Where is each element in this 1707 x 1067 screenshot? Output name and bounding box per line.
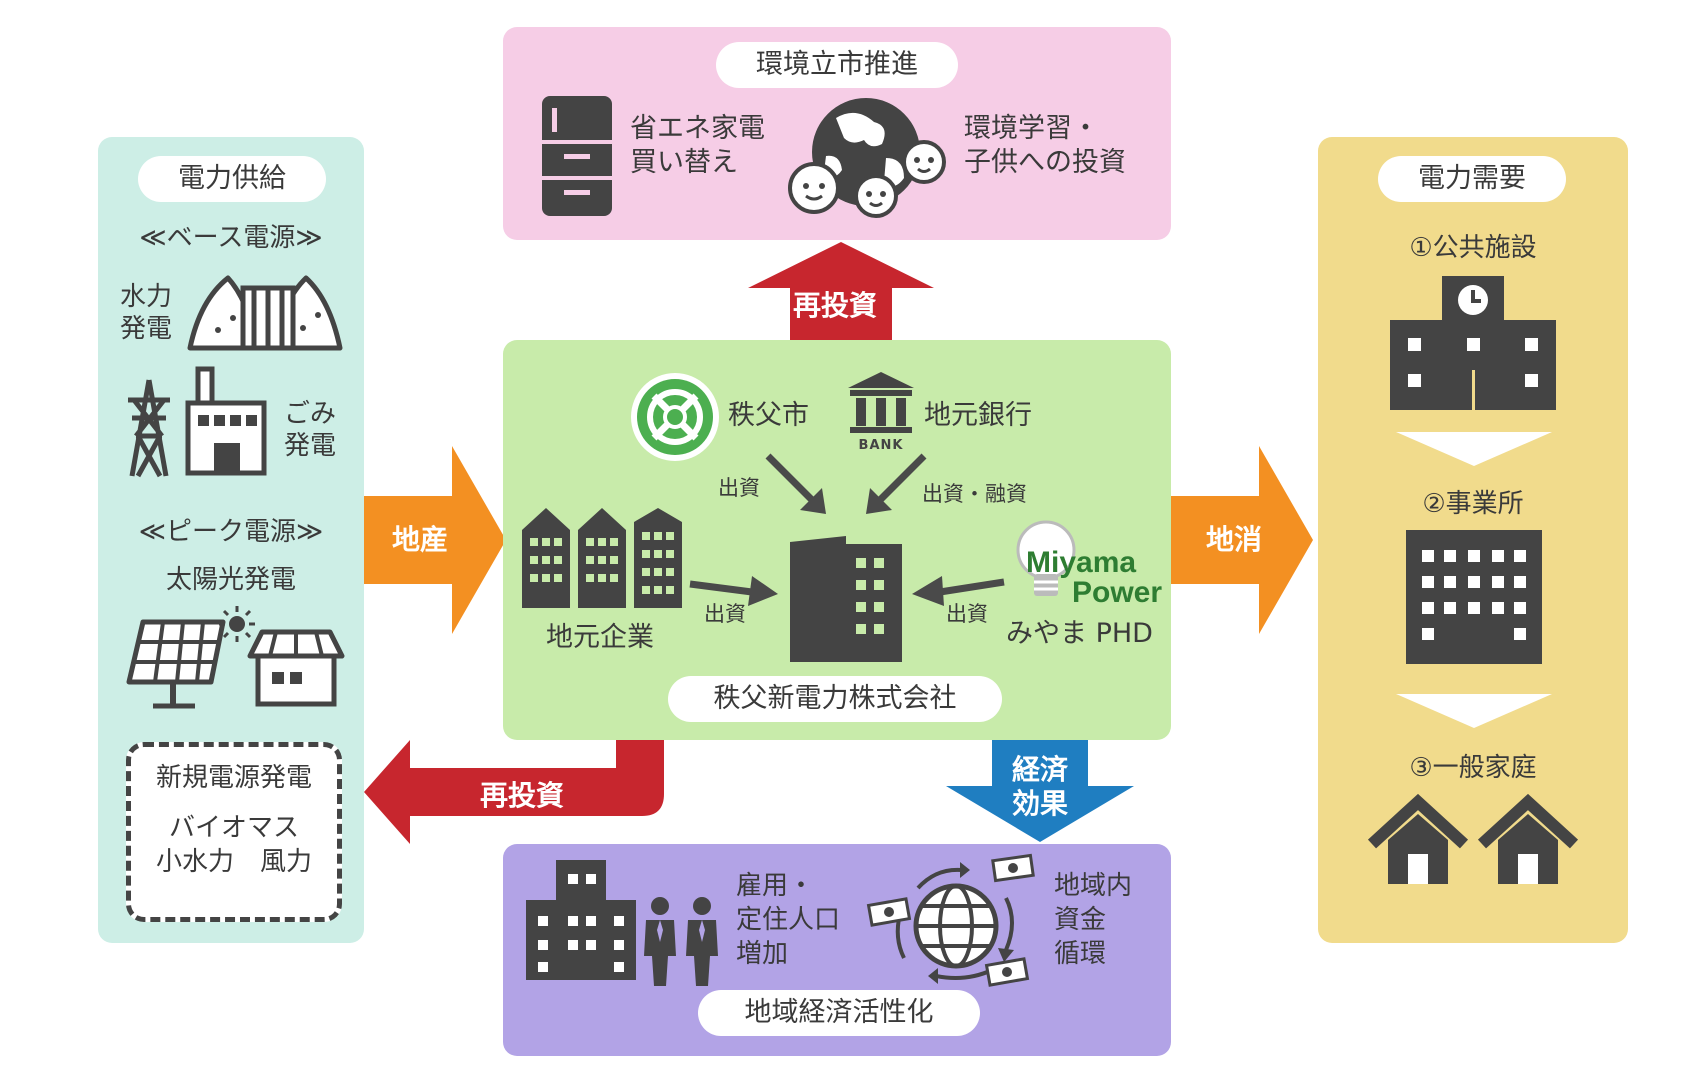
waste-plant-icon [185, 366, 267, 476]
invest-miyama-label: 出資 [946, 602, 988, 626]
economic-effect-arrow [946, 740, 1134, 842]
local-companies-label: 地元企業 [546, 622, 654, 653]
demand-title: 電力需要 [1378, 156, 1566, 202]
sun-icon [219, 606, 255, 642]
reinvest-left-arrow [364, 740, 664, 844]
local-consumption-arrow [1171, 446, 1313, 634]
economy-title: 地域経済活性化 [698, 990, 980, 1036]
solar-house-icon [247, 629, 345, 707]
environment-title: 環境立市推進 [716, 42, 958, 88]
chichibu-power-building-icon [790, 536, 902, 662]
circulation-label-1: 地域内 [1054, 871, 1133, 901]
reinvest-left-label: 再投資 [480, 779, 565, 812]
local-companies-icon [522, 508, 682, 608]
house-icon-2 [1477, 793, 1579, 884]
reinvest-up-arrow [748, 242, 934, 340]
base-power-heading: ≪ベース電源≫ [139, 223, 323, 253]
miyama-logo-line1: Miyama [1026, 546, 1137, 579]
waste-label-1: ごみ [284, 399, 337, 429]
miyama-label: みやま PHD [1006, 618, 1153, 649]
city-label: 秩父市 [728, 400, 809, 431]
bank-icon-label: BANK [858, 438, 904, 453]
employment-label-2: 定住人口 [736, 905, 841, 935]
workers-icon [644, 897, 718, 986]
bank-icon [848, 372, 914, 433]
refrigerator-icon [542, 96, 612, 216]
demand-chevron-2 [1396, 694, 1552, 728]
waste-label-2: 発電 [284, 431, 337, 461]
demand-item-office: ②事業所 [1422, 489, 1524, 519]
local-consumption-label: 地消 [1206, 523, 1263, 556]
demand-chevron-1 [1396, 432, 1552, 466]
local-production-arrow [364, 446, 506, 634]
invest-city-label: 出資 [718, 476, 760, 500]
hydro-label-2: 発電 [120, 314, 173, 344]
power-tower-icon [128, 379, 170, 478]
local-production-label: 地産 [392, 523, 449, 556]
arrow-city-to-company [765, 453, 826, 514]
employment-label-3: 増加 [736, 939, 789, 969]
globe-children-icon [788, 98, 946, 218]
education-label-1: 環境学習・ [964, 113, 1099, 144]
demand-item-household: ③一般家庭 [1409, 753, 1537, 783]
invest-companies-label: 出資 [704, 602, 746, 626]
miyama-power-bulb-icon [1016, 520, 1076, 596]
peak-power-heading: ≪ピーク電源≫ [138, 517, 324, 547]
circulation-label-2: 資金 [1054, 905, 1107, 935]
arrow-bank-to-company [866, 453, 927, 514]
arrow-miyama-to-company [912, 576, 1005, 606]
appliance-label-2: 買い替え [630, 147, 738, 178]
reinvest-top-label: 再投資 [793, 289, 878, 322]
new-power-line1: バイオマス [168, 813, 299, 843]
appliance-label-1: 省エネ家電 [630, 113, 765, 144]
economic-effect-label-2: 効果 [1011, 787, 1068, 820]
hydro-label-1: 水力 [120, 282, 173, 312]
education-label-2: 子供への投資 [964, 147, 1126, 178]
invest-bank-label: 出資・融資 [922, 482, 1027, 506]
new-power-title: 新規電源発電 [155, 763, 312, 793]
chichibu-city-emblem [631, 373, 719, 461]
bank-label: 地元銀行 [924, 400, 1032, 431]
company-name-pill: 秩父新電力株式会社 [668, 676, 1002, 722]
new-power-box [126, 742, 342, 922]
money-circulation-icon [866, 853, 1035, 987]
dam-icon [187, 275, 343, 351]
office-building-icon [1406, 530, 1542, 664]
circulation-label-3: 循環 [1054, 939, 1107, 969]
miyama-logo-line2: Power [1072, 576, 1163, 609]
solar-label: 太陽光発電 [165, 565, 296, 595]
employment-label-1: 雇用・ [736, 871, 815, 901]
public-facility-icon [1390, 276, 1556, 410]
solar-panel-icon [126, 619, 226, 709]
house-icon-1 [1367, 793, 1469, 884]
economic-effect-label-1: 経済 [1011, 753, 1068, 786]
arrow-companies-to-company [689, 576, 778, 606]
new-power-line2: 小水力 風力 [155, 847, 312, 877]
city-buildings-icon [526, 860, 636, 980]
supply-title: 電力供給 [138, 156, 326, 202]
demand-item-public: ①公共施設 [1409, 233, 1537, 263]
